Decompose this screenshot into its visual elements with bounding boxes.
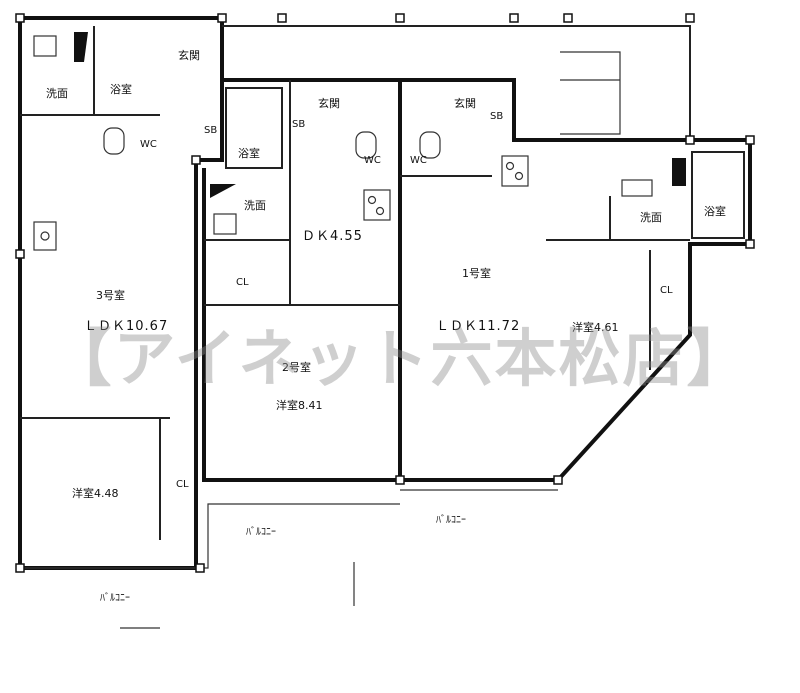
column [15,13,25,23]
unit2-washroom-label: 洗面 [244,199,266,212]
column [15,249,25,259]
unit2-wc-bowl [355,131,377,159]
unit2-entrance-label: 玄関 [318,97,340,110]
column [15,563,25,573]
unit2-western-label: 洋室8.41 [276,399,323,412]
column [191,155,201,165]
unit2-dk-label: ＤＫ4.55 [302,229,363,244]
unit1-stove [501,155,529,187]
unit3-entrance-label: 玄関 [178,49,200,62]
unit3-washroom-label: 洗面 [46,87,68,100]
unit2-closet-label: CL [236,277,249,288]
unit1-shoebox-label: SB [490,111,504,122]
unit1-wc-bowl [419,131,441,159]
column [195,563,205,573]
unit3-bathroom-label: 浴室 [110,83,132,96]
unit1-burner-a [505,161,515,171]
balcony-label: ﾊﾞﾙｺﾆｰ [436,515,466,526]
unit3-closet-label: CL [176,479,189,490]
unit3-water-heater [74,32,88,62]
unit2-washbasin [213,213,237,235]
unit1-closet-label: CL [660,285,673,296]
unit1-burner-b [514,171,524,181]
unit1-toilet-label: WC [410,155,427,166]
unit1-entrance-label: 玄関 [454,97,476,110]
unit2-burner-b [375,206,385,216]
column [745,135,755,145]
column [685,13,695,23]
column [509,13,519,23]
column [685,135,695,145]
unit1-outer-wall [398,78,752,482]
unit3-number-label: 3号室 [96,289,125,302]
unit1-western-label: 洋室4.61 [572,321,619,334]
unit3-washbasin [33,35,57,57]
unit3-western-label: 洋室4.48 [72,487,119,500]
unit2-stove [363,189,391,221]
unit1-washbasin [621,179,653,197]
unit3-toilet-label: WC [140,139,157,150]
column [395,475,405,485]
unit1-bath-box [691,151,745,239]
unit2-outer-wall [202,78,402,482]
stair-outline [560,51,621,135]
unit1-bathroom-label: 浴室 [704,205,726,218]
columns [15,13,755,573]
balcony-outline-left [20,503,400,569]
unit2-water-heater [210,184,236,198]
unit2-burner-a [367,195,377,205]
balcony-label: ﾊﾞﾙｺﾆｰ [100,593,130,604]
unit3-stove [33,221,57,251]
fixtures [33,32,686,251]
balcony-label: ﾊﾞﾙｺﾆｰ [246,527,276,538]
walls [18,16,752,629]
unit3-burner [40,231,50,241]
unit2-number-label: 2号室 [282,361,311,374]
unit1-ldk-label: ＬＤＫ11.72 [436,319,521,334]
column [395,13,405,23]
unit2-bath-box [225,87,283,169]
unit1-washroom-label: 洗面 [640,211,662,224]
unit3-ldk-label: ＬＤＫ10.67 [84,319,169,334]
unit1-water-heater [672,158,686,186]
column [745,239,755,249]
corridor-wall [222,25,691,140]
unit3-shoebox-label: SB [204,125,218,136]
unit3-wc-bowl [103,127,125,155]
column [563,13,573,23]
unit2-shoebox-label: SB [292,119,306,130]
column [277,13,287,23]
unit2-bathroom-label: 浴室 [238,147,260,160]
column [217,13,227,23]
unit1-number-label: 1号室 [462,267,491,280]
column [553,475,563,485]
unit2-toilet-label: WC [364,155,381,166]
